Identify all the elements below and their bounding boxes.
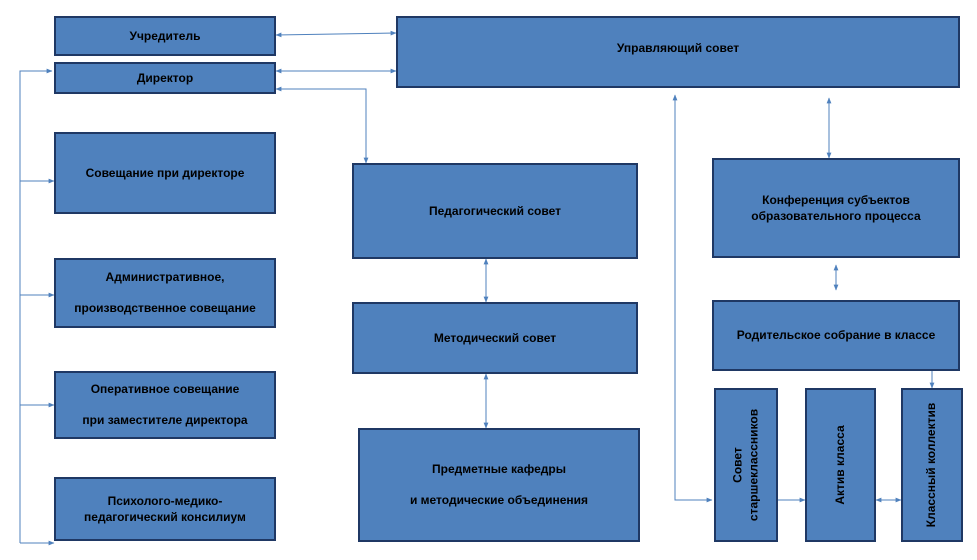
operational-meeting-line-1: Оперативное совещание	[90, 381, 240, 396]
directors-meeting-label: Совещание при директоре	[85, 165, 245, 180]
methodical-council-box: Методический совет	[352, 302, 638, 374]
subject-departments-line-1: Предметные кафедры	[432, 461, 566, 476]
senior-council-line-1: Совет	[730, 447, 745, 483]
admin-meeting-box: Административное, производственное совещ…	[54, 258, 276, 328]
methodical-council-label: Методический совет	[433, 330, 557, 345]
subject-departments-box: Предметные кафедры и методические объеди…	[358, 428, 640, 542]
arrow-council-senior	[672, 94, 713, 503]
class-collective-text: Классный коллектив	[924, 403, 940, 527]
senior-council-line-2: старшеклассников	[746, 408, 760, 522]
senior-council-text: Совет старшеклассников	[730, 409, 761, 521]
governing-council-label: Управляющий совет	[616, 41, 740, 55]
arrow-director-pedagogical	[275, 86, 369, 164]
pmpk-line-2: педагогический консилиум	[84, 510, 246, 524]
founder-box: Учредитель	[54, 16, 276, 56]
left-bus	[19, 70, 52, 543]
pedagogical-council-box: Педагогический совет	[352, 163, 638, 259]
founder-label: Учредитель	[129, 28, 201, 43]
subject-departments-line-2: и методические объединения	[409, 493, 589, 507]
director-box: Директор	[54, 62, 276, 94]
arrow-founder-council	[275, 30, 397, 38]
pedagogical-council-label: Педагогический совет	[429, 203, 561, 218]
operational-meeting-line-2: при заместителе директора	[82, 413, 248, 427]
class-activists-label: Актив класса	[832, 425, 847, 505]
conference-box: Конференция субъектов образовательного п…	[712, 158, 960, 258]
admin-meeting-line-2: производственное совещание	[74, 301, 256, 315]
governing-council-box: Управляющий совет	[396, 16, 960, 88]
class-collective-label: Классный коллектив	[924, 402, 939, 528]
class-collective-box: Классный коллектив	[901, 388, 963, 542]
admin-meeting-line-1: Административное,	[105, 269, 225, 284]
senior-council-box: Совет старшеклассников	[714, 388, 778, 542]
director-label: Директор	[136, 70, 194, 85]
class-activists-text: Актив класса	[833, 425, 849, 504]
pmpk-line-1: Психолого-медико-	[107, 493, 223, 508]
directors-meeting-box: Совещание при директоре	[54, 132, 276, 214]
parents-meeting-label: Родительское собрание в классе	[736, 328, 936, 343]
pmpk-box: Психолого-медико- педагогический консили…	[54, 477, 276, 541]
conference-line-2: образовательного процесса	[751, 209, 921, 223]
parents-meeting-box: Родительское собрание в классе	[712, 300, 960, 371]
operational-meeting-box: Оперативное совещание при заместителе ди…	[54, 371, 276, 439]
conference-line-1: Конференция субъектов	[762, 192, 910, 207]
class-activists-box: Актив класса	[805, 388, 876, 542]
